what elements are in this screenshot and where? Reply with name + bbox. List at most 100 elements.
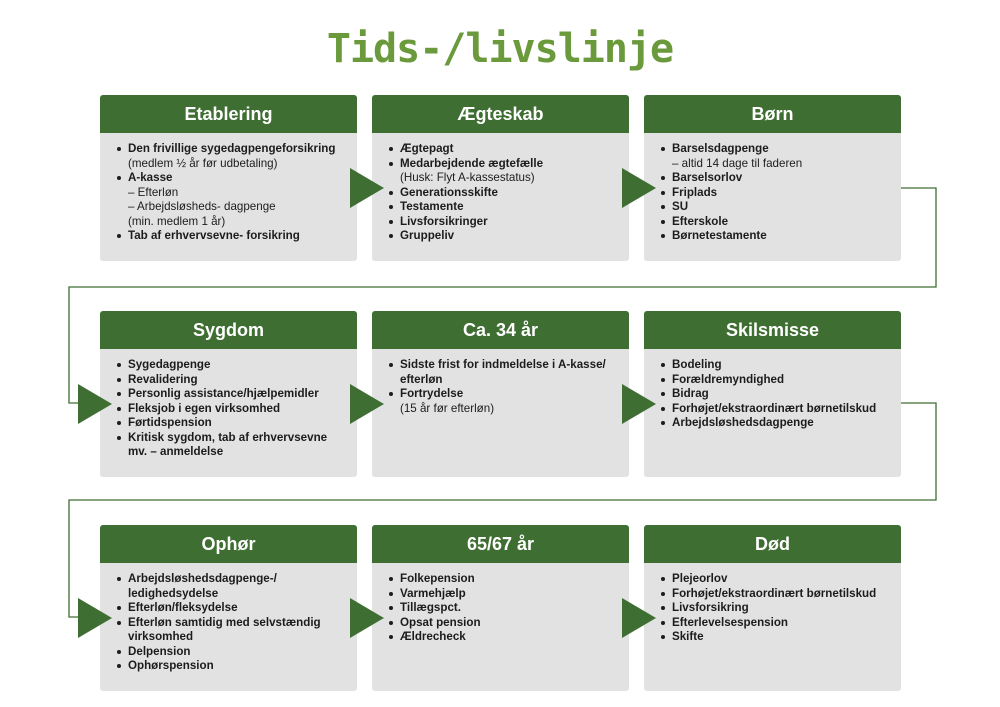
flow-arrow-icon (78, 598, 112, 638)
list-item-label: Efterskole (672, 214, 729, 228)
list-item-label: Arbejdsløshedsdagpenge (672, 416, 814, 429)
list-item-label: SU (672, 200, 689, 213)
list-item: Friplads (661, 185, 887, 201)
list-item: Forældremyndighed (661, 373, 887, 388)
list-item-label: Delpension (128, 644, 191, 658)
list-item: Livsforsikringer (389, 215, 615, 230)
list-item-note: (medlem ½ år før udbetaling) (128, 156, 278, 170)
list-item-label: Fleksjob i egen virksomhed (128, 401, 281, 415)
list-item: Opsat pension (389, 615, 615, 631)
list-item-label: Barselsdagpenge (672, 142, 769, 155)
list-item: Børnetestamente (661, 229, 887, 244)
list-item-note: – Efterløn (128, 185, 179, 199)
list-item: Bodeling (661, 358, 887, 373)
flow-arrow-icon (622, 598, 656, 638)
list-item-label: Efterløn samtidig med selvstændig virkso… (128, 615, 321, 644)
card-item-list: Arbejdsløshedsdagpenge-/ ledighedsydelse… (117, 572, 343, 674)
list-item: Barselsdagpenge– altid 14 dage til fader… (661, 142, 887, 171)
list-item-note: – Arbejdsløsheds- dagpenge (128, 200, 276, 213)
card-title: Ophør (100, 525, 357, 563)
list-item-label: Bidrag (672, 387, 709, 400)
list-item-label: Ægtepagt (400, 142, 454, 155)
list-item: Testamente (389, 200, 615, 215)
card-title: 65/67 år (372, 525, 629, 563)
list-item-label: Ophørspension (128, 659, 214, 672)
list-item: Forhøjet/ekstraordinært børnetilskud (661, 402, 887, 417)
list-item: Førtidspension (117, 416, 343, 431)
list-item: Sidste frist for indmeldelse i A-kasse/ … (389, 358, 615, 387)
list-item: Livsforsikring (661, 601, 887, 616)
list-item-label: Friplads (672, 185, 718, 199)
card-item-list: Barselsdagpenge– altid 14 dage til fader… (661, 142, 887, 244)
card-title: Ægteskab (372, 95, 629, 133)
list-item: Bidrag (661, 387, 887, 402)
list-item-label: A-kasse (128, 171, 173, 184)
list-item-label: Den frivillige sygedagpengeforsikring (128, 142, 336, 155)
card-item-list: Den frivillige sygedagpengeforsikring(me… (117, 142, 343, 244)
flow-arrow-icon (78, 384, 112, 424)
card-title: Børn (644, 95, 901, 133)
list-item-label: Livsforsikring (672, 601, 749, 614)
list-item: A-kasse– Efterløn– Arbejdsløsheds- dagpe… (117, 171, 343, 229)
flow-arrow-icon (350, 598, 384, 638)
list-item-label: Arbejdsløshedsdagpenge-/ ledighedsydelse (128, 572, 277, 600)
list-item: Medarbejdende ægtefælle(Husk: Flyt A-kas… (389, 156, 615, 186)
list-item: Gruppeliv (389, 229, 615, 244)
list-item-label: Testamente (400, 200, 464, 213)
card-title: Død (644, 525, 901, 563)
list-item-label: Fortrydelse (400, 387, 464, 400)
list-item: Fortrydelse(15 år før efterløn) (389, 387, 615, 416)
list-item: Ældrecheck (389, 630, 615, 645)
list-item: Ægtepagt (389, 142, 615, 157)
list-item: Den frivillige sygedagpengeforsikring(me… (117, 142, 343, 171)
list-item: Efterlevelsespension (661, 615, 887, 631)
list-item-label: Efterløn/fleksydelse (128, 601, 238, 614)
card-title: Etablering (100, 95, 357, 133)
list-item-label: Bodeling (672, 358, 722, 371)
list-item: Efterskole (661, 214, 887, 230)
list-item-label: Sidste frist for indmeldelse i A-kasse/ … (400, 358, 606, 386)
list-item-label: Gruppeliv (400, 229, 455, 242)
list-item-label: Ældrecheck (400, 630, 466, 643)
list-item-label: Førtidspension (128, 416, 212, 429)
list-item-label: Medarbejdende ægtefælle (400, 156, 544, 170)
list-item: Revalidering (117, 372, 343, 388)
list-item: Ophørspension (117, 659, 343, 674)
list-item-label: Efterlevelsespension (672, 615, 788, 629)
list-item-label: Generationsskifte (400, 185, 498, 199)
card-item-list: Sidste frist for indmeldelse i A-kasse/ … (389, 358, 615, 416)
list-item: Tab af erhvervsevne- forsikring (117, 229, 343, 244)
page-title: Tids-/livslinje (326, 26, 674, 72)
list-item: Plejeorlov (661, 572, 887, 587)
card-title: Sygdom (100, 311, 357, 349)
list-item: SU (661, 200, 887, 215)
list-item-label: Barselsorlov (672, 171, 743, 184)
list-item-label: Sygedagpenge (128, 358, 211, 371)
list-item-label: Opsat pension (400, 615, 481, 629)
list-item-label: Skifte (672, 630, 704, 643)
list-item-label: Revalidering (128, 372, 198, 386)
list-item: Personlig assistance/hjælpemidler (117, 387, 343, 402)
list-item: Delpension (117, 644, 343, 660)
list-item: Skifte (661, 630, 887, 645)
list-item: Generationsskifte (389, 185, 615, 201)
list-item: Varmehjælp (389, 587, 615, 602)
flow-arrow-icon (622, 168, 656, 208)
list-item: Tillægspct. (389, 601, 615, 616)
flow-arrow-icon (350, 168, 384, 208)
flow-arrow-icon (622, 384, 656, 424)
